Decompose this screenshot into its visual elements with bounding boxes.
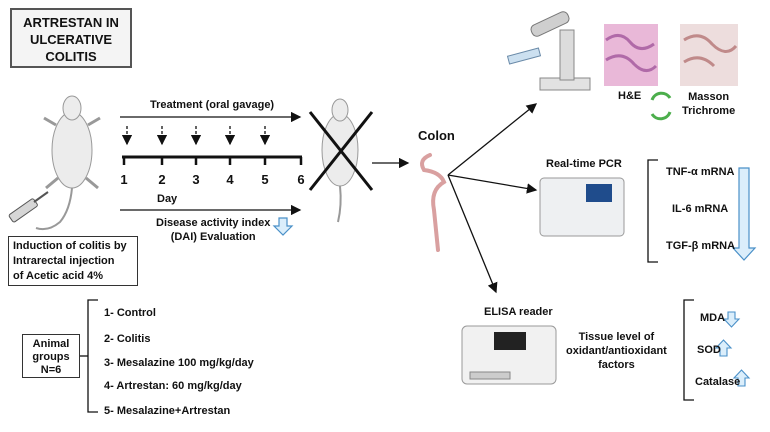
tissue-label-line: oxidant/antioxidant (566, 345, 667, 357)
day-tick-label: 4 (226, 172, 234, 187)
he-stain-image (604, 24, 658, 86)
animal-groups-box: Animal groups N=6 (22, 334, 80, 378)
dai-label-line: (DAI) Evaluation (170, 231, 256, 243)
elisa-bracket (683, 299, 694, 401)
group-item: 4- Artrestan: 60 mg/kg/day (104, 380, 242, 392)
title-line: ULCERATIVE (29, 32, 113, 47)
animal-groups-line: Animal (32, 338, 70, 350)
tissue-label-line: factors (598, 359, 635, 371)
rat-illustration-sacrificed (308, 98, 374, 223)
mda-label: MDA (700, 312, 726, 324)
title-line: ARTRESTAN IN (23, 15, 119, 30)
group-item: 2- Colitis (104, 333, 151, 345)
syringe-illustration (8, 191, 49, 223)
colon-label: Colon (418, 128, 455, 143)
group-item: 5- Mesalazine+Artrestan (104, 405, 231, 417)
animal-groups-line: groups (32, 351, 70, 363)
elisa-title: ELISA reader (484, 306, 553, 318)
catalase-up-arrow (732, 369, 751, 387)
animal-groups-bracket (87, 299, 98, 413)
induction-box: Induction of colitis by Intrarectal inje… (8, 236, 138, 286)
catalase-label: Catalase (695, 376, 741, 388)
tnf-mrna-label: TNF-α mRNA (666, 166, 735, 178)
day-tick-label: 5 (261, 172, 269, 187)
day-tick-label: 2 (158, 172, 166, 187)
day-axis-label: Day (157, 193, 178, 205)
mda-down-arrow (722, 311, 741, 328)
day-tick-label: 3 (192, 172, 200, 187)
tissue-label-line: Tissue level of (578, 331, 655, 343)
rat-illustration-left (35, 95, 101, 231)
pcr-title: Real-time PCR (546, 158, 622, 170)
induction-line: of Acetic acid 4% (13, 270, 104, 282)
day-timeline (122, 155, 303, 165)
microscope-illustration (506, 11, 591, 91)
sod-label: SOD (697, 344, 721, 356)
pcr-bracket (647, 159, 658, 263)
masson-label-line: Masson (688, 91, 730, 103)
induction-line: Intrarectal injection (13, 255, 115, 267)
tgf-mrna-label: TGF-β mRNA (666, 240, 736, 252)
dosing-arrows (121, 126, 271, 146)
title-line: COLITIS (45, 49, 97, 64)
day-tick-label: 6 (297, 172, 305, 187)
treatment-label: Treatment (oral gavage) (150, 99, 275, 111)
group-item: 1- Control (104, 307, 156, 319)
branch-arrows (447, 103, 538, 294)
title-box: ARTRESTAN IN ULCERATIVE COLITIS (10, 8, 132, 68)
pcr-down-arrow (731, 167, 757, 261)
masson-label-line: Trichrome (682, 105, 736, 117)
elisa-reader-illustration (461, 325, 557, 385)
dai-label-line: Disease activity index (156, 217, 271, 229)
day-tick-label: 1 (120, 172, 128, 187)
pcr-machine-illustration (539, 177, 625, 237)
dai-down-arrow (272, 217, 294, 236)
masson-stain-image (680, 24, 738, 86)
cycle-icon (650, 91, 672, 121)
colon-illustration (420, 153, 447, 252)
group-item: 3- Mesalazine 100 mg/kg/day (104, 357, 254, 369)
il6-mrna-label: IL-6 mRNA (672, 203, 729, 215)
dai-label: Disease activity index (DAI) Evaluation (156, 216, 270, 244)
masson-label: Masson Trichrome (682, 90, 735, 118)
sod-up-arrow (714, 339, 733, 357)
induction-line: Induction of colitis by (13, 240, 127, 252)
he-label: H&E (618, 90, 642, 102)
animal-groups-line: N=6 (40, 364, 62, 376)
tissue-level-label: Tissue level of oxidant/antioxidant fact… (566, 330, 667, 372)
